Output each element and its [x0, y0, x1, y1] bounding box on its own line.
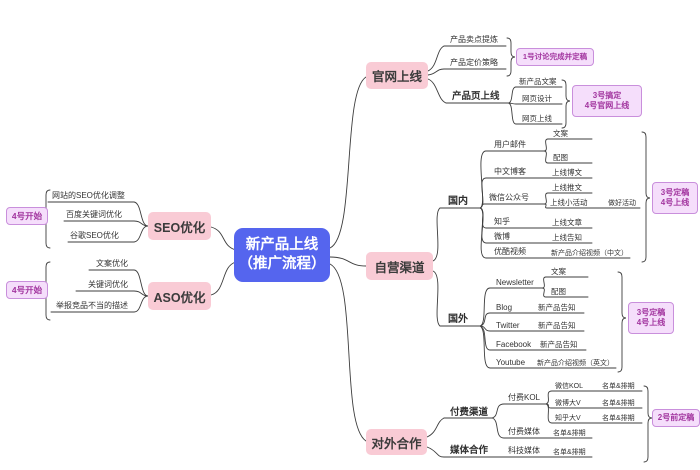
- node-aso-child-2[interactable]: 关键词优化: [88, 280, 128, 289]
- node-youku-video[interactable]: 新产品介绍视频（中文）: [551, 250, 628, 257]
- branch-own-channels[interactable]: 自营渠道: [366, 252, 433, 280]
- node-cn-blog[interactable]: 中文博客: [494, 167, 526, 176]
- node-seo-child-3[interactable]: 谷歌SEO优化: [70, 231, 119, 240]
- node-newsletter-copy[interactable]: 文案: [551, 267, 566, 276]
- node-zhihu-bigv-value[interactable]: 名单&排期: [602, 415, 635, 422]
- node-media-coop[interactable]: 媒体合作: [450, 445, 489, 456]
- node-paid-media-value[interactable]: 名单&排期: [553, 430, 586, 437]
- node-twitter-post[interactable]: 新产品告知: [538, 321, 576, 330]
- node-zhihu[interactable]: 知乎: [494, 217, 510, 226]
- node-youku[interactable]: 优酷视频: [494, 247, 526, 256]
- node-seo-child-1[interactable]: 网站的SEO优化调整: [52, 191, 125, 200]
- note-line: 4号上线: [636, 318, 666, 327]
- node-wechat-kol-value[interactable]: 名单&排期: [602, 383, 635, 390]
- node-facebook-post[interactable]: 新产品告知: [540, 340, 578, 349]
- node-newsletter[interactable]: Newsletter: [496, 278, 534, 287]
- node-weibo-bigv-value[interactable]: 名单&排期: [602, 400, 635, 407]
- child-connectors: [133, 45, 607, 458]
- node-newsletter-image[interactable]: 配图: [551, 287, 566, 296]
- node-paid-channels[interactable]: 付费渠道: [450, 407, 489, 418]
- node-en-blog-post[interactable]: 新产品告知: [538, 303, 576, 312]
- node-facebook[interactable]: Facebook: [496, 340, 532, 349]
- note-line: 4号官网上线: [584, 101, 630, 110]
- note-coop-deadline[interactable]: 2号前定稿: [652, 409, 700, 427]
- note-line: 3号定稿: [636, 308, 666, 317]
- node-wechat-kol[interactable]: 微信KOL: [555, 383, 584, 390]
- node-en-blog[interactable]: Blog: [496, 303, 513, 312]
- node-product-page[interactable]: 产品页上线: [452, 91, 500, 102]
- note-domestic-deadline[interactable]: 3号定稿 4号上线: [652, 182, 698, 214]
- node-paid-media[interactable]: 付费媒体: [508, 427, 540, 436]
- node-tech-media[interactable]: 科技媒体: [508, 446, 540, 455]
- node-youtube-video[interactable]: 新产品介绍视频（英文）: [537, 360, 614, 367]
- node-product-copy[interactable]: 新产品文案: [519, 77, 557, 86]
- central-topic-line2: （推广流程）: [238, 256, 326, 272]
- node-seo-child-2[interactable]: 百度关键词优化: [66, 210, 122, 219]
- node-domestic[interactable]: 国内: [448, 196, 468, 207]
- note-discuss-finalize[interactable]: 1号讨论完成并定稿: [516, 48, 594, 66]
- branch-seo[interactable]: SEO优化: [148, 212, 211, 240]
- central-topic-line1: 新产品上线: [245, 237, 319, 253]
- node-wechat-account[interactable]: 微信公众号: [489, 193, 529, 202]
- node-wechat-post[interactable]: 上线推文: [552, 183, 582, 192]
- branch-website-launch[interactable]: 官网上线: [366, 62, 428, 89]
- node-email-image[interactable]: 配图: [553, 153, 568, 162]
- central-topic[interactable]: 新产品上线 （推广流程）: [234, 228, 330, 282]
- node-wechat-event-detail[interactable]: 做好活动: [608, 200, 636, 207]
- note-seo-start[interactable]: 4号开始: [6, 207, 48, 225]
- note-line: 3号搞定: [592, 91, 622, 100]
- node-tech-media-value[interactable]: 名单&排期: [553, 449, 586, 456]
- note-line: 4号上线: [660, 198, 690, 207]
- node-twitter[interactable]: Twitter: [496, 321, 520, 330]
- main-branch-connectors: [210, 76, 367, 442]
- node-overseas[interactable]: 国外: [448, 314, 468, 325]
- node-wechat-event[interactable]: 上线小活动: [550, 198, 588, 207]
- node-weibo[interactable]: 微博: [494, 232, 510, 241]
- node-zhihu-post[interactable]: 上线文章: [552, 218, 582, 227]
- node-weibo-bigv[interactable]: 微博大V: [555, 400, 581, 407]
- note-website-deadline[interactable]: 3号搞定 4号官网上线: [572, 85, 642, 117]
- note-aso-start[interactable]: 4号开始: [6, 281, 48, 299]
- node-aso-child-1[interactable]: 文案优化: [96, 259, 128, 268]
- node-zhihu-bigv[interactable]: 知乎大V: [555, 415, 581, 422]
- node-paid-kol[interactable]: 付费KOL: [508, 393, 541, 402]
- node-email-copy[interactable]: 文案: [553, 129, 568, 138]
- node-youtube[interactable]: Youtube: [496, 358, 526, 367]
- node-user-email[interactable]: 用户邮件: [494, 140, 526, 149]
- branch-external-coop[interactable]: 对外合作: [366, 429, 427, 455]
- note-line: 3号定稿: [660, 188, 690, 197]
- node-underlines: [47, 45, 643, 458]
- branch-aso[interactable]: ASO优化: [148, 282, 211, 310]
- node-aso-child-3[interactable]: 举报竞品不当的描述: [56, 301, 128, 310]
- node-pricing-strategy[interactable]: 产品定价策略: [450, 58, 498, 67]
- note-overseas-deadline[interactable]: 3号定稿 4号上线: [628, 302, 674, 334]
- node-selling-points[interactable]: 产品卖点提炼: [450, 35, 498, 44]
- node-cn-blog-post[interactable]: 上线博文: [552, 168, 582, 177]
- node-weibo-post[interactable]: 上线告知: [552, 233, 582, 242]
- node-web-design[interactable]: 网页设计: [522, 94, 552, 103]
- node-web-launch[interactable]: 网页上线: [522, 114, 552, 123]
